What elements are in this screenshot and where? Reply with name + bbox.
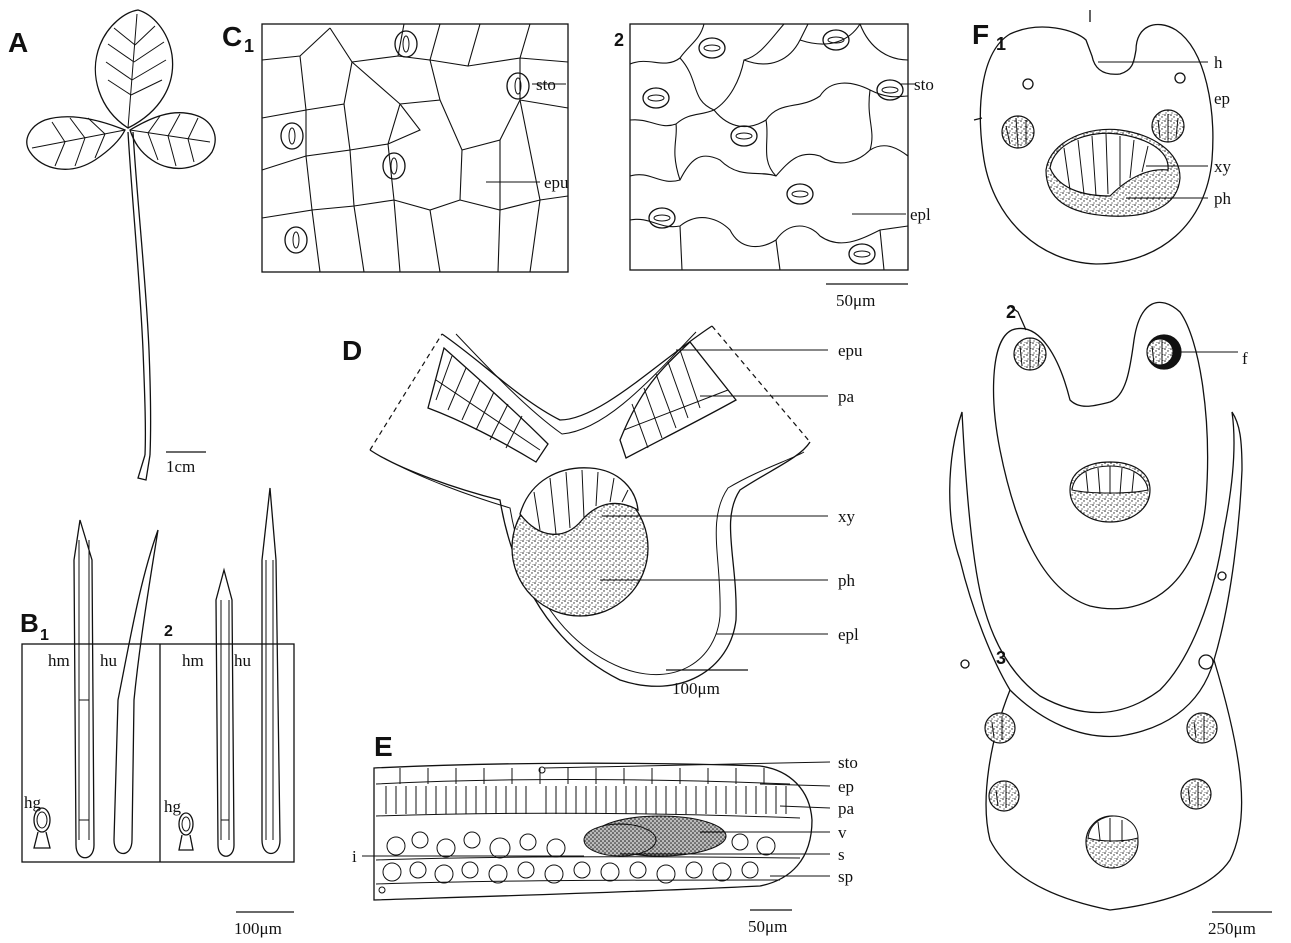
label-ep-f: ep <box>1214 89 1230 108</box>
label-epu-d: epu <box>838 341 863 360</box>
bundle-f2-left <box>1014 338 1046 370</box>
panel-b: B 1 2 hm hu hg hm hu hg 100 <box>20 488 294 938</box>
panel-a-letter: A <box>8 27 28 58</box>
label-hg-2: hg <box>164 797 182 816</box>
label-sto-c2: sto <box>914 75 934 94</box>
panel-f-sub1: 1 <box>996 34 1006 54</box>
label-pa-e: pa <box>838 799 855 818</box>
label-epl-c: epl <box>910 205 931 224</box>
label-sto-e: sto <box>838 753 858 772</box>
bundle-f3-2 <box>1187 713 1217 743</box>
stoma <box>731 126 757 146</box>
label-xy-f: xy <box>1214 157 1232 176</box>
panel-e-letter: E <box>374 731 393 762</box>
stoma <box>281 123 303 149</box>
scale-label-e: 50μm <box>748 917 787 936</box>
panel-c-letter: C <box>222 21 242 52</box>
label-hm-2: hm <box>182 651 204 670</box>
panel-b-frame <box>22 644 294 862</box>
upper-epidermis-e <box>376 768 790 784</box>
label-hm-1: hm <box>48 651 70 670</box>
label-hu-2: hu <box>234 651 252 670</box>
stoma <box>849 244 875 264</box>
panel-c-sub1: 1 <box>244 36 254 56</box>
hair-hg-1 <box>34 808 50 848</box>
panel-c: C 1 2 sto epu <box>222 21 934 310</box>
bundle-f3-3 <box>989 781 1019 811</box>
stoma <box>787 184 813 204</box>
scale-label-f: 250μm <box>1208 919 1256 938</box>
stoma <box>395 31 417 57</box>
stoma <box>383 153 405 179</box>
label-f-f: f <box>1242 349 1248 368</box>
panel-b-sub2: 2 <box>164 623 173 640</box>
scale-label-a: 1cm <box>166 457 195 476</box>
stoma <box>643 88 669 108</box>
upper-epidermis-cells <box>262 24 568 272</box>
panel-c2-frame <box>630 24 908 270</box>
palisade-e <box>376 786 800 818</box>
label-ph-d: ph <box>838 571 856 590</box>
label-sp-e: sp <box>838 867 853 886</box>
palisade-right <box>620 342 736 458</box>
bundle-f1-left <box>1002 116 1034 148</box>
panel-b-sub1: 1 <box>40 627 49 644</box>
vein-e <box>584 816 726 856</box>
panel-d-letter: D <box>342 335 362 366</box>
hair-hm-1 <box>74 520 94 858</box>
terminal-leaflet <box>95 10 172 128</box>
label-h-f: h <box>1214 53 1223 72</box>
bundle-f1-right <box>1152 110 1184 142</box>
hair-hg-2 <box>179 813 193 850</box>
hair-hu-2 <box>262 488 280 854</box>
panel-f-letter: F <box>972 19 989 50</box>
panel-b-letter: B <box>20 608 39 638</box>
scale-label-c: 50μm <box>836 291 875 310</box>
label-hu-1: hu <box>100 651 118 670</box>
label-epu-c: epu <box>544 173 569 192</box>
scale-label-b: 100μm <box>234 919 282 938</box>
label-i-e: i <box>352 847 357 866</box>
trifoliate-leaf <box>27 10 215 480</box>
hair-hm-2 <box>216 570 234 856</box>
stoma <box>699 38 725 58</box>
bundle-f3-1 <box>985 713 1015 743</box>
cut-lines <box>370 326 810 450</box>
label-sto-c1: sto <box>536 75 556 94</box>
panel-e: E sto <box>352 731 858 936</box>
label-hg-1: hg <box>24 793 42 812</box>
label-pa-d: pa <box>838 387 855 406</box>
label-s-e: s <box>838 845 845 864</box>
bundle-f3-4 <box>1181 779 1211 809</box>
label-ph-f: ph <box>1214 189 1232 208</box>
panel-a: A 1cm <box>8 10 215 480</box>
panel-c-sub2: 2 <box>614 30 624 50</box>
scale-label-d: 100μm <box>672 679 720 698</box>
bundle-f2-right <box>1147 335 1181 369</box>
left-leaflet <box>27 117 125 170</box>
label-xy-d: xy <box>838 507 856 526</box>
label-epl-d: epl <box>838 625 859 644</box>
stoma <box>285 227 307 253</box>
panel-f: F 1 h ep xy ph 2 <box>950 10 1272 938</box>
bundle-f3-5 <box>1086 816 1138 868</box>
petiole-section-f3-wings <box>950 412 1242 737</box>
panel-c1-frame <box>262 24 568 272</box>
hair-hu-1 <box>114 530 158 854</box>
stomata-c2 <box>643 30 903 264</box>
panel-f-sub2: 2 <box>1006 302 1016 322</box>
label-v-e: v <box>838 823 847 842</box>
stoma <box>507 73 529 99</box>
stoma <box>823 30 849 50</box>
panel-d: D epu pa xy ph epl 100μm <box>342 326 863 698</box>
lower-epidermis-cells <box>630 24 908 270</box>
label-ep-e: ep <box>838 777 854 796</box>
